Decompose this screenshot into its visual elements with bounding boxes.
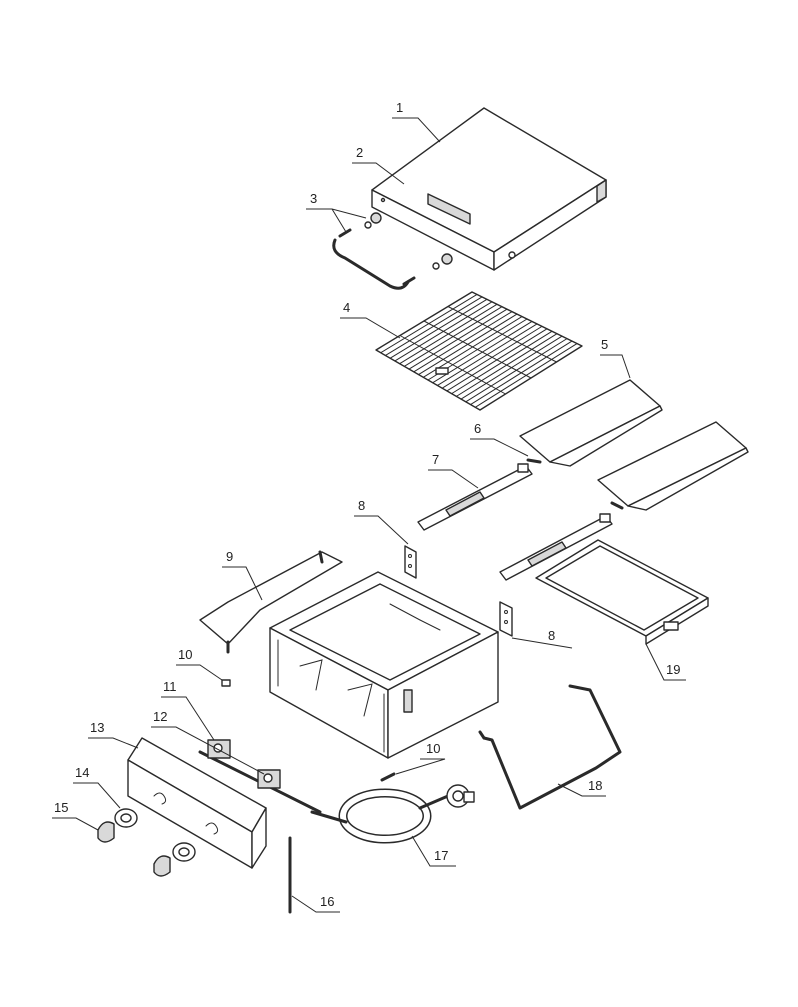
callout-10a: 10 — [178, 647, 192, 662]
part-control-panel — [127, 737, 267, 869]
callout-6: 6 — [474, 421, 481, 436]
part-brackets — [404, 545, 513, 637]
callout-16: 16 — [320, 894, 334, 909]
part-side-frame — [199, 550, 343, 654]
callout-11: 11 — [163, 679, 177, 694]
callout-18: 18 — [588, 778, 602, 793]
lid-logo-plate — [427, 193, 471, 225]
leader-lines — [52, 117, 686, 913]
callout-7: 7 — [432, 452, 439, 467]
callout-5: 5 — [601, 337, 608, 352]
callout-8a: 8 — [358, 498, 365, 513]
callout-10b: 10 — [426, 741, 440, 756]
callout-13: 13 — [90, 720, 104, 735]
part-pin — [526, 458, 624, 510]
callout-15: 15 — [54, 800, 68, 815]
part-knobs-bezels — [97, 808, 196, 877]
part-firebox — [269, 571, 499, 759]
grate-crossbar — [423, 320, 532, 379]
part-lid — [371, 107, 607, 271]
part-cart-frame — [478, 684, 622, 810]
callout-14: 14 — [75, 765, 89, 780]
part-screws — [221, 679, 396, 782]
grate-crossbar — [399, 335, 506, 395]
part-burners — [417, 463, 613, 581]
callout-19: 19 — [666, 662, 680, 677]
part-valves-manifold — [198, 739, 322, 814]
callout-4: 4 — [343, 300, 350, 315]
callout-labels: 1 2 3 4 5 6 7 8 8 9 10 10 11 12 13 14 15… — [54, 100, 680, 909]
grate-crossbar — [447, 306, 557, 363]
callout-8b: 8 — [548, 628, 555, 643]
callout-12: 12 — [153, 709, 167, 724]
part-gas-hose-regulator — [310, 784, 475, 844]
part-lid-handle — [332, 212, 453, 290]
callout-1: 1 — [396, 100, 403, 115]
part-cooking-grate — [375, 291, 583, 411]
callout-9: 9 — [226, 549, 233, 564]
part-heat-tents — [519, 379, 749, 511]
callout-2: 2 — [356, 145, 363, 160]
callout-3: 3 — [310, 191, 317, 206]
part-drip-tray — [535, 539, 709, 645]
callout-17: 17 — [434, 848, 448, 863]
